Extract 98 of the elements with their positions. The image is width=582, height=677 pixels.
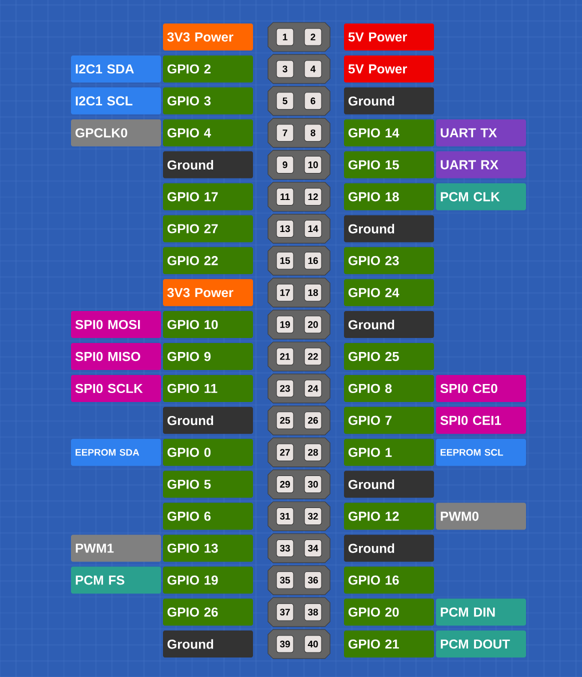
pin-label: GPIO 7 [344,406,434,434]
pin-label: Ground [163,406,253,434]
pin-label: SPI0 MISO [71,343,161,370]
pin-number: 31 [276,508,294,525]
pin-label: SPI0 CEI1 [436,406,526,434]
pin-number: 16 [304,252,322,270]
pin-label: GPIO 1 [344,438,434,466]
pin-label: GPIO 3 [163,87,253,114]
pin-label: PCM DIN [436,598,526,626]
pin-label: GPCLK0 [71,119,161,146]
pin-label: GPIO 27 [163,215,253,242]
pin-number: 30 [304,476,322,494]
pin-label: Ground [344,215,434,242]
pin-number: 21 [276,348,294,366]
pin-number: 5 [276,92,294,110]
pin-label: GPIO 25 [344,343,434,370]
pin-number: 20 [304,316,322,334]
pin-number: 29 [276,476,294,494]
pin-label: GPIO 13 [163,534,253,562]
pin-label: Ground [163,630,253,658]
pin-label: Ground [344,311,434,338]
pin-label: 5V Power [344,55,434,82]
pin-label: EEPROM SDA [71,438,161,466]
pin-number: 17 [276,284,294,302]
pin-label: GPIO 2 [163,55,253,82]
pin-label: GPIO 9 [163,343,253,370]
pin-number: 3 [276,60,294,78]
pin-number: 2 [304,28,322,46]
pin-number: 4 [304,60,322,78]
pin-label: 3V3 Power [163,279,253,306]
pin-label: GPIO 4 [163,119,253,146]
pin-label: SPI0 CE0 [436,374,526,402]
pin-number: 15 [276,252,294,270]
pin-label: GPIO 26 [163,598,253,626]
pin-label: PWM0 [436,502,526,530]
pin-label: GPIO 24 [344,279,434,306]
pin-number: 27 [276,444,294,462]
pin-number: 14 [304,220,322,238]
pin-number: 24 [304,380,322,398]
pin-number: 37 [276,603,294,621]
pin-number: 11 [276,188,294,206]
pin-number: 39 [276,635,294,653]
pin-label: PCM DOUT [436,630,526,658]
pin-number: 40 [304,635,322,653]
pin-label: GPIO 14 [344,119,434,146]
pin-number: 9 [276,156,294,174]
pin-label: GPIO 21 [344,630,434,658]
pin-label: GPIO 20 [344,598,434,626]
pin-label: Ground [163,151,253,178]
pin-number: 22 [304,348,322,366]
pin-number: 18 [304,284,322,302]
pin-label: GPIO 16 [344,566,434,594]
pin-number: 26 [304,412,322,430]
pin-number: 32 [304,508,322,525]
pin-label: Ground [344,534,434,562]
pin-label: GPIO 5 [163,470,253,498]
pin-number: 38 [304,603,322,621]
pin-number: 25 [276,412,294,430]
pin-number: 35 [276,571,294,589]
pin-number: 23 [276,380,294,398]
pin-number: 28 [304,444,322,462]
pin-label: GPIO 22 [163,247,253,274]
pin-label: GPIO 17 [163,183,253,210]
pin-label: I2C1 SCL [71,87,161,114]
pin-number: 10 [304,156,322,174]
pin-label: GPIO 10 [163,311,253,338]
pin-label: GPIO 23 [344,247,434,274]
pin-label: SPI0 MOSI [71,311,161,338]
pin-number: 34 [304,539,322,557]
pin-number: 36 [304,571,322,589]
pin-number: 19 [276,316,294,334]
pin-number: 6 [304,92,322,110]
pin-label: PCM CLK [436,183,526,210]
pin-label: 5V Power [344,24,434,50]
pin-label: UART RX [436,151,526,178]
pin-label: GPIO 11 [163,374,253,402]
pin-number: 8 [304,124,322,142]
pin-label: GPIO 8 [344,374,434,402]
pin-label: GPIO 19 [163,566,253,594]
pin-label: GPIO 0 [163,438,253,466]
pin-label: GPIO 18 [344,183,434,210]
pin-number: 33 [276,539,294,557]
pin-number: 12 [304,188,322,206]
pin-label: PWM1 [71,534,161,562]
pin-label: SPI0 SCLK [71,374,161,402]
pin-label: I2C1 SDA [71,55,161,82]
pin-label: GPIO 6 [163,502,253,530]
pin-label: EEPROM SCL [436,438,526,466]
pin-label: UART TX [436,119,526,146]
pin-label: Ground [344,87,434,114]
pin-number: 13 [276,220,294,238]
pin-label: GPIO 15 [344,151,434,178]
pin-label: Ground [344,470,434,498]
pin-label: 3V3 Power [163,24,253,50]
pin-label: PCM FS [71,566,161,594]
pin-label: GPIO 12 [344,502,434,530]
pin-number: 1 [276,28,294,46]
pin-number: 7 [276,124,294,142]
